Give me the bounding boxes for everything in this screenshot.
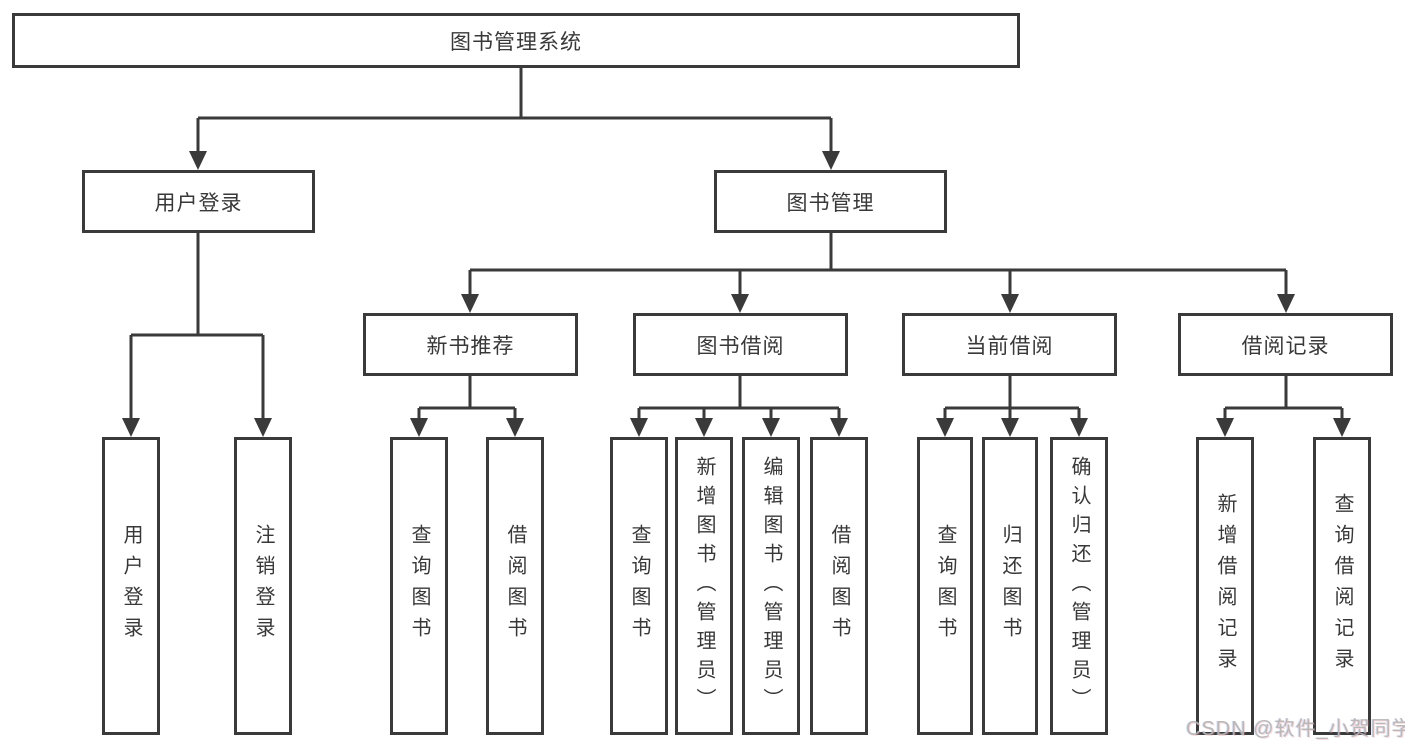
leaf-add-borrow-record: 新增借阅记录 — [1196, 437, 1254, 735]
node-borrowing-records: 借阅记录 — [1178, 313, 1393, 376]
node-library-system: 图书管理系统 — [12, 13, 1020, 68]
node-book-borrowing: 图书借阅 — [633, 313, 848, 376]
leaf-logout: 注销登录 — [234, 437, 292, 735]
leaf-add-book-admin: 新增图书（管理员） — [675, 437, 733, 735]
watermark: CSDN @软件_小贺同学 — [1186, 718, 1405, 740]
leaf-query-books-current: 查询图书 — [917, 437, 973, 735]
leaf-confirm-return-admin: 确认归还（管理员） — [1050, 437, 1108, 735]
leaf-user-login: 用户登录 — [102, 437, 160, 735]
leaf-query-books-recommend: 查询图书 — [390, 437, 448, 735]
leaf-borrow-books-borrowing: 借阅图书 — [810, 437, 868, 735]
node-current-borrowing: 当前借阅 — [902, 313, 1117, 376]
node-book-management: 图书管理 — [714, 170, 947, 233]
node-user-login: 用户登录 — [82, 170, 315, 233]
leaf-query-books-borrowing: 查询图书 — [610, 437, 668, 735]
leaf-return-books: 归还图书 — [982, 437, 1038, 735]
leaf-borrow-books-recommend: 借阅图书 — [486, 437, 544, 735]
node-new-book-recommend: 新书推荐 — [363, 313, 578, 376]
leaf-edit-book-admin: 编辑图书（管理员） — [742, 437, 800, 735]
leaf-query-borrow-record: 查询借阅记录 — [1313, 437, 1371, 735]
